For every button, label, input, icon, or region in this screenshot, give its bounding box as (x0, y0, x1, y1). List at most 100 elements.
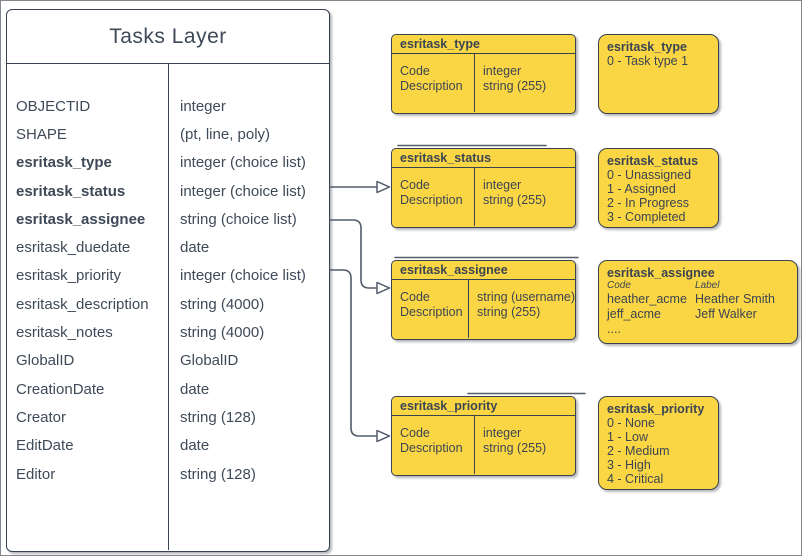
domain-field-type: string (username) (477, 290, 575, 304)
field-type: GlobalID (180, 352, 239, 370)
field-name: esritask_notes (16, 324, 113, 342)
field-row: esritask_type integer (choice list) (7, 149, 329, 177)
value-item: 3 - High (607, 458, 651, 472)
domain-table-body: Code Description string (username) strin… (392, 280, 575, 338)
field-name: esritask_status (16, 182, 126, 200)
domain-field-type: integer (483, 426, 522, 440)
domain-table-body: Code Description integer string (255) (392, 168, 575, 226)
assignee-code-header: Code (607, 280, 631, 291)
domain-field-label: Code (400, 426, 430, 440)
field-name: esritask_priority (16, 267, 122, 285)
domain-field-label: Code (400, 290, 430, 304)
arrowhead-icon (376, 281, 391, 295)
arrowhead-icon (376, 429, 391, 443)
value-item: 1 - Assigned (607, 182, 676, 196)
field-name: GlobalID (16, 352, 75, 370)
connector-line-priority (329, 269, 377, 437)
value-item: 0 - Unassigned (607, 168, 692, 182)
field-row: CreationDate date (7, 375, 329, 403)
field-row: SHAPE (pt, line, poly) (7, 120, 329, 148)
field-name: esritask_assignee (16, 210, 146, 228)
field-type: date (180, 437, 210, 455)
assignee-label: Jeff Walker (695, 306, 757, 321)
field-row: esritask_notes string (4000) (7, 318, 329, 346)
domain-field-type: string (255) (483, 440, 547, 455)
domain-table-title: esritask_status (392, 149, 575, 168)
field-type: date (180, 380, 210, 398)
domain-field-type: string (255) (483, 78, 547, 93)
field-type: integer (180, 97, 226, 115)
field-type: string (4000) (180, 324, 265, 342)
arrowhead-icon (376, 180, 391, 194)
assignee-entry: heather_acme Heather Smith (607, 292, 789, 307)
field-row: OBJECTID integer (7, 92, 329, 120)
value-list-title: esritask_assignee (607, 266, 715, 280)
value-list-title: esritask_priority (607, 402, 705, 416)
domain-table-esritask-assignee: esritask_assignee Code Description strin… (391, 260, 576, 340)
value-list-title: esritask_type (607, 40, 687, 54)
connector-line-assignee (329, 219, 377, 289)
domain-table-title: esritask_type (392, 35, 575, 54)
field-type: string (choice list) (180, 210, 297, 228)
domain-table-esritask-status: esritask_status Code Description integer… (391, 148, 576, 228)
field-row: esritask_assignee string (choice list) (7, 205, 329, 233)
field-name: Editor (16, 465, 56, 483)
value-item: 0 - None (607, 416, 655, 430)
assignee-code: jeff_acme (607, 306, 661, 321)
field-row: esritask_priority integer (choice list) (7, 262, 329, 290)
value-item: 0 - Task type 1 (607, 54, 689, 68)
domain-table-title: esritask_assignee (392, 261, 575, 280)
field-name: SHAPE (16, 125, 67, 143)
value-list-values: 0 - Task type 1 (607, 54, 710, 68)
domain-table-body: Code Description integer string (255) (392, 416, 575, 474)
domain-field-label: Description (400, 304, 463, 319)
domain-field-label: Description (400, 78, 463, 93)
field-name: CreationDate (16, 380, 105, 398)
domain-table-title: esritask_priority (392, 397, 575, 416)
field-type: string (128) (180, 465, 256, 483)
value-list-esritask-assignee: esritask_assignee Code Label heather_acm… (598, 260, 798, 344)
domain-field-type: string (255) (477, 304, 541, 319)
domain-field-type: string (255) (483, 192, 547, 207)
field-row: GlobalID GlobalID (7, 347, 329, 375)
field-type: string (128) (180, 408, 256, 426)
domain-field-type: integer (483, 178, 522, 192)
field-type: integer (choice list) (180, 182, 306, 200)
assignee-code: heather_acme (607, 292, 687, 306)
assignee-column-headers: Code Label (607, 280, 789, 292)
column-divider (168, 64, 170, 550)
value-item: 2 - Medium (607, 444, 670, 458)
domain-field-label: Code (400, 64, 430, 78)
field-name: esritask_type (16, 154, 112, 172)
field-type: integer (choice list) (180, 154, 306, 172)
field-name: OBJECTID (16, 97, 91, 115)
field-row: esritask_duedate date (7, 233, 329, 261)
domain-table-esritask-type: esritask_type Code Description integer s… (391, 34, 576, 114)
field-name: esritask_description (16, 295, 149, 313)
field-name: esritask_duedate (16, 239, 131, 257)
value-list-title: esritask_status (607, 154, 699, 168)
field-type: date (180, 239, 210, 257)
field-type: (pt, line, poly) (180, 125, 271, 143)
tasks-layer-title: Tasks Layer (7, 10, 329, 64)
value-item: 2 - In Progress (607, 196, 689, 210)
field-name: EditDate (16, 437, 74, 455)
field-row: esritask_status integer (choice list) (7, 177, 329, 205)
value-list-esritask-type: esritask_type 0 - Task type 1 (598, 34, 719, 114)
domain-table-body: Code Description integer string (255) (392, 54, 575, 112)
value-item: 1 - Low (607, 430, 648, 444)
assignee-label-header: Label (695, 280, 720, 291)
assignee-entry: jeff_acme Jeff Walker (607, 307, 789, 322)
field-type: integer (choice list) (180, 267, 306, 285)
assignee-ellipsis: .... (607, 322, 621, 336)
value-item: 4 - Critical (607, 472, 664, 486)
domain-field-label: Description (400, 440, 463, 455)
